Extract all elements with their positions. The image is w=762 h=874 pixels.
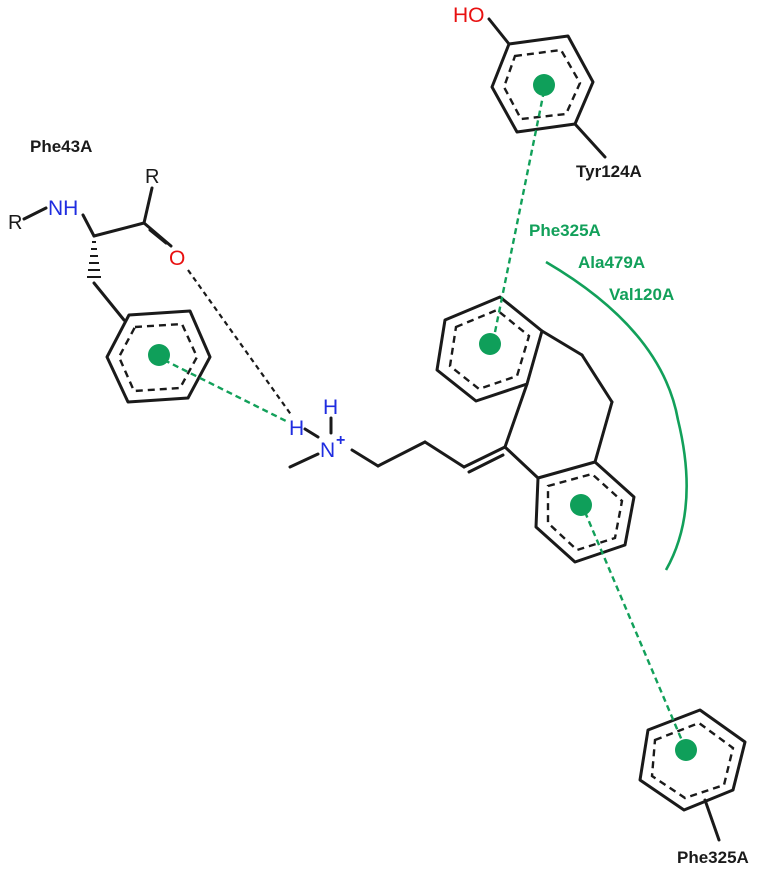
hydrophobic-label: Phe325A [529,221,601,240]
bond [487,17,511,46]
bond [423,440,466,469]
bond [148,228,168,245]
aromatic-dash [650,721,735,800]
aromatic-dash [448,308,531,391]
pi-stacking-interaction [583,511,685,744]
hydrophobic-label: Ala479A [578,253,645,272]
pi-cation-interaction [163,358,287,423]
ring-centroid [148,344,170,366]
hydrogen-label: H [323,396,338,419]
r-group-label: R [145,166,159,188]
hydrogen-bond [187,269,293,417]
ring-centroid [479,333,501,355]
bond [142,186,154,225]
bond [503,382,529,449]
bond [92,281,126,322]
bond [303,427,320,439]
bond [540,329,584,357]
phe43-residue: R NH R O Phe43A [8,137,212,404]
phe325-residue: Phe325A [638,708,749,867]
phe43-ring [105,309,212,404]
nitrogen-label: N [320,439,335,462]
residue-label-tyr124: Tyr124A [576,162,642,181]
residue-label-phe325: Phe325A [677,848,749,867]
bond [350,448,380,468]
bond [703,798,721,842]
double-bond [467,453,505,474]
bond [573,122,607,159]
hydrophobic-label: Val120A [609,285,674,304]
hashed-wedge [87,241,101,278]
nh-label: NH [48,197,78,220]
hydrogen-label: H [289,417,304,440]
bond [22,206,48,221]
residue-label-phe43: Phe43A [30,137,92,156]
bond [593,400,614,464]
ring-centroid [675,739,697,761]
ligand: H H N + [288,295,636,564]
phe325-ring [638,708,747,812]
bond [288,452,320,469]
hydroxyl-label: HO [453,4,485,27]
charge-label: + [336,432,345,449]
r-group-label: R [8,212,22,234]
bond [580,353,614,404]
double-bond [462,445,507,469]
pi-stacking-interaction [492,90,546,338]
interactions [163,90,685,744]
bond [503,445,540,480]
aromatic-dash [546,472,624,552]
hydrophobic-contacts: Phe325A Ala479A Val120A [529,221,688,571]
hydrophobic-arc [545,260,688,571]
tyr124-residue: HO Tyr124A [453,4,642,181]
bond [376,440,427,468]
ring-centroid [533,74,555,96]
bond [81,213,96,238]
carbonyl-oxygen-label: O [169,247,185,270]
bond [92,221,146,238]
ring-centroid [570,494,592,516]
